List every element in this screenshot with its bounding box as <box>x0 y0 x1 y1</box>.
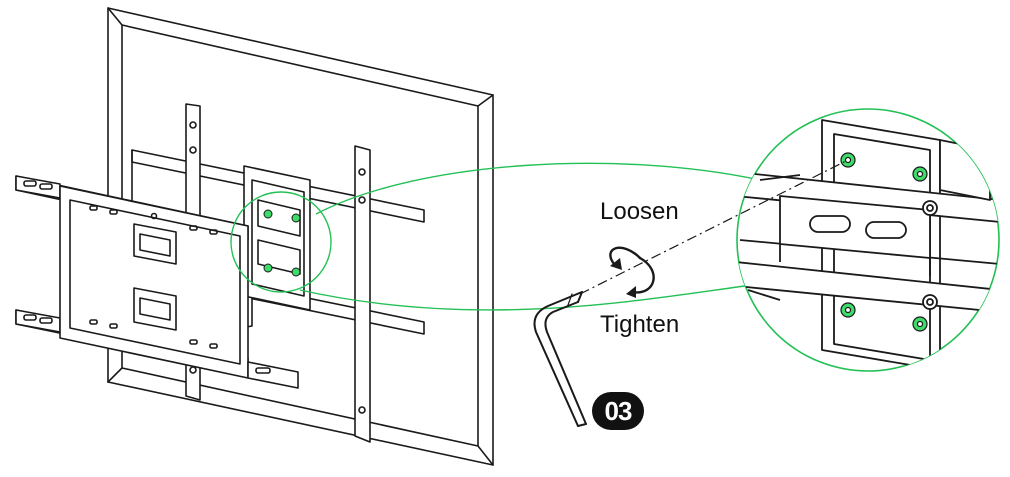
vertical-bracket-right <box>354 145 371 443</box>
rotate-both-directions-icon <box>609 246 655 298</box>
tv-plate <box>59 185 249 379</box>
loosen-label: Loosen <box>600 198 679 225</box>
detail-highlight-small <box>230 191 332 293</box>
alignment-line <box>579 159 849 295</box>
detail-zoom-circle <box>736 108 1000 372</box>
callout-connectors <box>299 162 761 311</box>
side-bracket <box>247 361 299 389</box>
step-number-badge: 03 <box>592 392 644 430</box>
tighten-label: Tighten <box>600 311 680 338</box>
allen-key-icon <box>533 291 587 427</box>
